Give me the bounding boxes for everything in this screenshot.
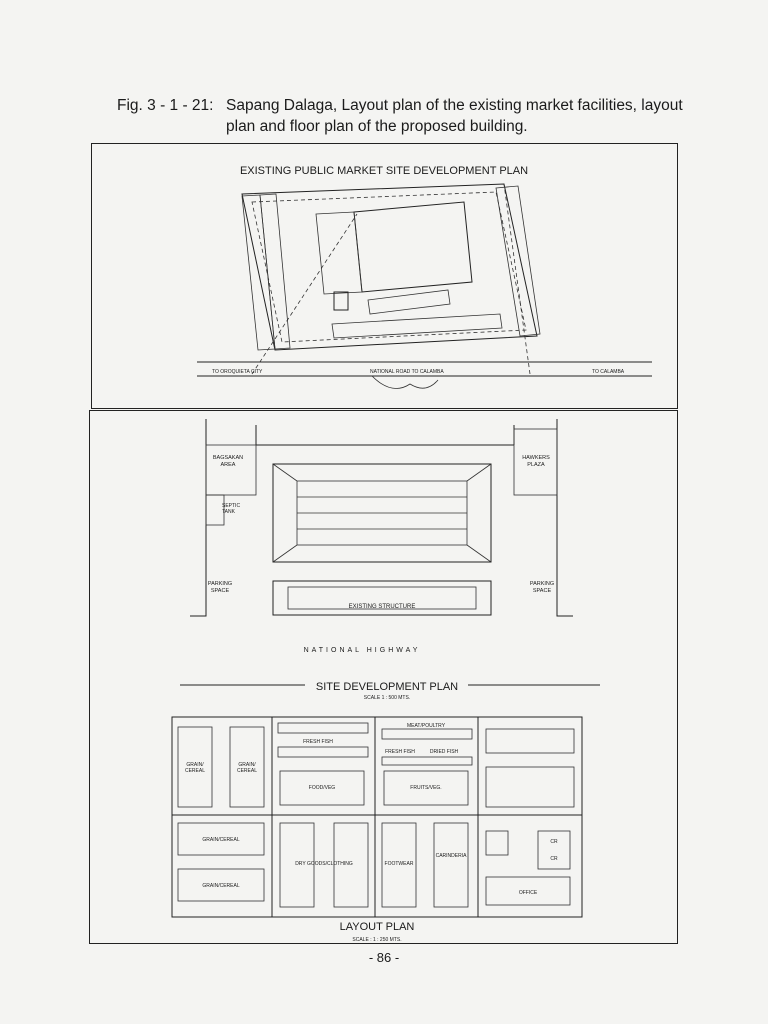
stall-block [485, 728, 575, 754]
existing-plan-drawing: EXISTING PUBLIC MARKET SITE DEVELOPMENT … [197, 165, 652, 389]
cr1-label: CR [550, 839, 558, 845]
side-building [315, 211, 363, 295]
roof-line [466, 544, 492, 563]
stall-block [177, 726, 213, 808]
fresh-fish-label: FRESH FISH [303, 739, 333, 745]
proposed-plan-drawing: BAGSAKAN AREA HAWKERS PLAZA SEPTIC TANK … [171, 419, 600, 943]
existing-structure-inner [287, 586, 477, 610]
existing-structure-label: EXISTING STRUCTURE [349, 604, 416, 610]
parking-right-label: SPACE [533, 588, 552, 594]
stall-block [279, 770, 365, 806]
highway-label: NATIONAL HIGHWAY [304, 647, 421, 654]
existing-plan-title: EXISTING PUBLIC MARKET SITE DEVELOPMENT … [240, 165, 528, 177]
stall-block [383, 770, 469, 806]
stall-row [277, 746, 369, 758]
proposed-plan-panel: BAGSAKAN AREA HAWKERS PLAZA SEPTIC TANK … [89, 410, 678, 944]
stall-block [177, 868, 265, 902]
lower-long-block [331, 313, 503, 339]
grain-label: GRAIN/ [186, 762, 204, 768]
stall-block [485, 766, 575, 808]
bagsakan-label: AREA [221, 462, 236, 468]
parking-left-label: PARKING [208, 581, 232, 587]
layout-plan-scale: SCALE : 1 : 250 MTS. [352, 937, 401, 943]
food-veg-label: FOOD/VEG [309, 785, 336, 791]
road-left-label: TO OROQUIETA CITY [212, 369, 263, 375]
site-right-edge [556, 419, 573, 617]
fresh-fish-b-label: FRESH FISH [385, 749, 415, 755]
site-plan-title: SITE DEVELOPMENT PLAN [316, 681, 458, 693]
road-right-label: TO CALAMBA [592, 369, 625, 375]
left-strip [259, 193, 291, 350]
footwear-label: FOOTWEAR [385, 861, 414, 867]
utility-room [485, 830, 509, 856]
roof-line [272, 544, 298, 563]
cr-room [537, 830, 571, 870]
grain-label: CEREAL [185, 768, 205, 774]
site-boundary [241, 183, 538, 351]
stall-block [229, 726, 265, 808]
grain-label: CEREAL [237, 768, 257, 774]
stall-row [381, 756, 473, 766]
bagsakan-label: BAGSAKAN [213, 455, 243, 461]
stall-block [433, 822, 469, 908]
survey-line [251, 213, 358, 375]
stall-row [381, 728, 473, 740]
stall-block [333, 822, 369, 908]
survey-line [503, 183, 531, 375]
right-strip [495, 185, 541, 337]
carinderia-label: CARINDERIA [436, 853, 468, 859]
meat-poultry-label: MEAT/POULTRY [407, 723, 446, 729]
existing-structure [272, 580, 492, 616]
stall-block [381, 822, 417, 908]
dry-goods-label: DRY GOODS/CLOTHING [295, 861, 353, 867]
bagsakan-area [205, 444, 257, 496]
site-left-edge [190, 419, 207, 617]
office-room [485, 876, 571, 906]
septic-label: TANK [222, 509, 236, 515]
lower-block [367, 289, 451, 315]
road-label: NATIONAL ROAD TO CALAMBA [370, 369, 444, 375]
roof-line [272, 463, 298, 482]
stall-row [277, 722, 369, 734]
cr2-label: CR [550, 856, 558, 862]
figure-caption-text: Sapang Dalaga, Layout plan of the existi… [226, 97, 683, 135]
hawkers-label: PLAZA [527, 462, 545, 468]
roof-line [466, 463, 492, 482]
layout-plan-title: LAYOUT PLAN [340, 921, 415, 933]
stall-block [279, 822, 315, 908]
site-plan-scale: SCALE 1 : 500 MTS. [364, 695, 410, 701]
hawkers-plaza [513, 428, 558, 496]
parking-left-label: SPACE [211, 588, 230, 594]
grain-d-label: GRAIN/CEREAL [202, 883, 239, 889]
lot-line [251, 191, 527, 343]
main-market-building [353, 201, 473, 293]
parking-right-label: PARKING [530, 581, 554, 587]
small-structure [333, 291, 349, 311]
page-number: - 86 - [368, 950, 400, 965]
proposed-building [272, 463, 492, 563]
office-label: OFFICE [519, 890, 538, 896]
grain-label: GRAIN/ [238, 762, 256, 768]
grain-c-label: GRAIN/CEREAL [202, 837, 239, 843]
layout-plan-outline [171, 716, 583, 918]
road-curve [371, 375, 439, 389]
stall-block [177, 822, 265, 856]
existing-plan-panel: EXISTING PUBLIC MARKET SITE DEVELOPMENT … [91, 143, 678, 409]
dried-fish-label: DRIED FISH [430, 749, 459, 755]
hawkers-label: HAWKERS [522, 455, 550, 461]
septic-tank [205, 494, 225, 526]
figure-number: Fig. 3 - 1 - 21: [117, 97, 214, 114]
septic-label: SEPTIC [222, 503, 240, 509]
fruits-veg-label: FRUITS/VEG. [410, 785, 441, 791]
